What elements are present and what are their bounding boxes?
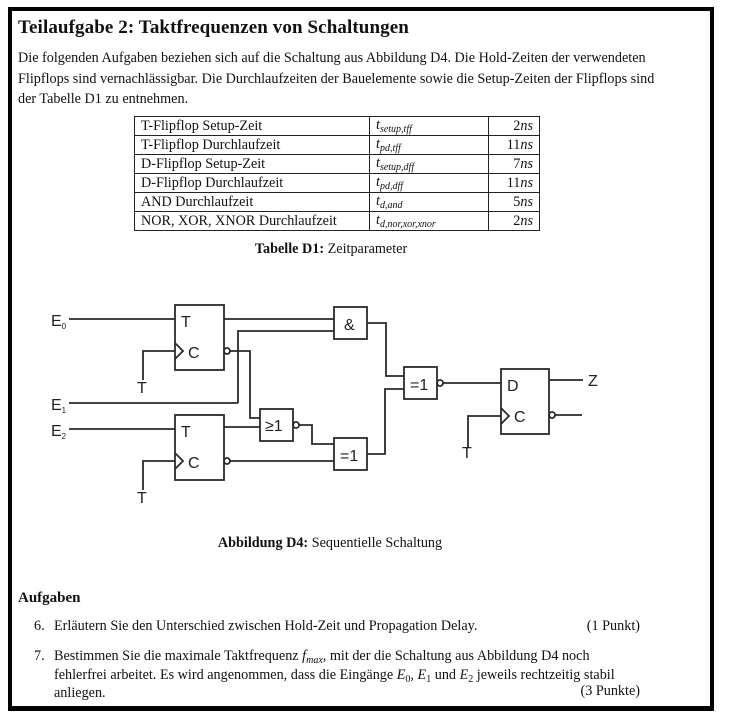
param-value: 11ns	[488, 173, 540, 193]
math-e2: E2	[459, 666, 474, 685]
task-points: (1 Punkt)	[586, 618, 640, 634]
wire-clock-ff1	[142, 350, 175, 380]
wire-ff1-qbar-to-nor	[230, 350, 260, 419]
clock-edge-dff	[500, 407, 511, 425]
section-title: Teilaufgabe 2: Taktfrequenzen von Schalt…	[18, 17, 409, 38]
task-7: 7. Bestimmen Sie die maximale Taktfreque…	[34, 648, 640, 703]
t-flipflop-1	[174, 304, 225, 371]
and-gate-label: &	[344, 317, 355, 334]
param-label: D-Flipflop Durchlaufzeit	[134, 173, 370, 193]
nor-output-bubble	[292, 421, 300, 429]
t-flipflop-2	[174, 414, 225, 481]
figure-caption-label: Abbildung D4:	[217, 535, 309, 551]
figure-caption-text: Sequentielle Schaltung	[308, 535, 443, 551]
math-fmax: fmax	[302, 648, 323, 666]
input-e0-label: E0	[51, 313, 67, 331]
dff-d-input-label: D	[507, 378, 519, 395]
ff1-qbar-bubble	[223, 347, 231, 355]
clock-edge-ff1	[174, 342, 185, 360]
param-label: D-Flipflop Setup-Zeit	[134, 154, 370, 174]
dff-c-input-label: C	[514, 409, 526, 426]
intro-paragraph: Die folgenden Aufgaben beziehen sich auf…	[18, 50, 655, 107]
xor-gate	[333, 437, 368, 471]
clock-label-ff2: T	[137, 490, 147, 507]
xnor-output-bubble	[436, 379, 444, 387]
xnor-gate	[403, 366, 438, 400]
task-points: (3 Punkte)	[580, 683, 640, 699]
wire-xor-to-xnor	[367, 388, 404, 455]
input-e2-label: E2	[51, 423, 67, 441]
table-caption-text: Zeitparameter	[324, 241, 408, 257]
clock-label-ff1: T	[137, 380, 147, 397]
output-z-label: Z	[588, 373, 598, 390]
param-label: NOR, XOR, XNOR Durchlaufzeit	[134, 211, 370, 231]
param-value: 2ns	[488, 211, 540, 231]
table-caption-label: Tabelle D1:	[254, 241, 325, 257]
clock-label-dff: T	[462, 445, 472, 462]
ff2-t-input-label: T	[181, 424, 191, 441]
input-e1-label: E1	[51, 397, 67, 415]
table-caption: Tabelle D1: Zeitparameter	[134, 241, 528, 258]
d-flipflop	[500, 368, 550, 435]
ff1-c-input-label: C	[188, 345, 200, 362]
math-e0: E0	[396, 666, 411, 685]
task-text: Erläutern Sie den Unterschied zwischen H…	[54, 618, 478, 634]
clock-edge-ff2	[174, 452, 185, 470]
task-text: Bestimmen Sie die maximale Taktfrequenz …	[54, 648, 615, 701]
math-e1: E1	[417, 666, 432, 685]
wire-and-to-xnor	[367, 322, 404, 377]
ff2-c-input-label: C	[188, 455, 200, 472]
xnor-gate-label: =1	[410, 377, 428, 394]
wire-clock-ff2	[142, 460, 175, 490]
task-number: 6.	[34, 618, 45, 634]
wire-nor-to-xor	[299, 424, 334, 445]
ff1-t-input-label: T	[181, 314, 191, 331]
param-label: T-Flipflop Setup-Zeit	[134, 116, 370, 136]
and-gate	[333, 306, 368, 340]
nor-gate-label: ≥1	[265, 418, 283, 435]
param-label: T-Flipflop Durchlaufzeit	[134, 135, 370, 155]
param-symbol: td,nor,xor,xnor	[369, 211, 489, 231]
wire-e1-to-and	[237, 330, 334, 403]
wire-clock-dff	[467, 415, 501, 448]
xor-gate-label: =1	[340, 448, 358, 465]
task-6: 6. Erläutern Sie den Unterschied zwische…	[34, 618, 640, 638]
page-frame	[8, 7, 714, 711]
ff2-qbar-bubble	[223, 457, 231, 465]
figure-caption: Abbildung D4: Sequentielle Schaltung	[134, 535, 526, 552]
tasks-heading: Aufgaben	[18, 590, 81, 606]
param-value: 2ns	[488, 116, 540, 136]
task-number: 7.	[34, 648, 45, 664]
dff-qbar-bubble	[548, 411, 556, 419]
